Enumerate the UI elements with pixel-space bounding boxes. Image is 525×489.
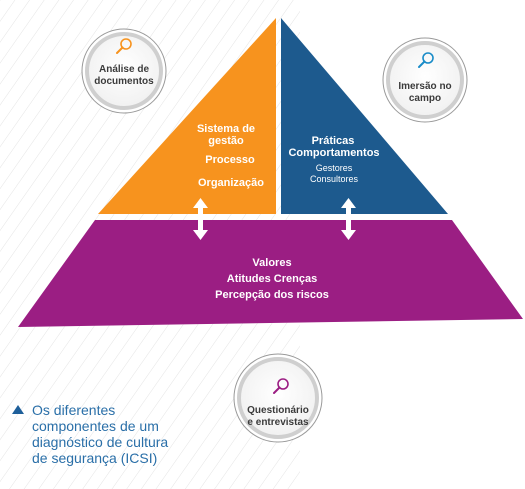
double-arrow-right xyxy=(341,198,356,240)
circle-survey-line2: e entrevistas xyxy=(247,417,309,428)
left-title-line2: gestão xyxy=(208,135,244,147)
circle-survey-line1: Questionário xyxy=(247,405,309,416)
circle-docs-line1: Análise de xyxy=(99,64,149,75)
caption-line1: Os diferentes xyxy=(32,402,116,418)
circle-questionario-entrevistas: Questionário e entrevistas xyxy=(233,353,323,443)
pyramid-base-block xyxy=(18,220,523,327)
circle-analise-documentos: Análise de documentos xyxy=(81,28,167,114)
right-sub-gestores: Gestores xyxy=(316,163,353,173)
base-line-valores: Valores xyxy=(252,257,291,269)
base-line-atitudes: Atitudes Crenças xyxy=(227,273,317,285)
pyramid-right-block xyxy=(281,18,448,214)
figure-caption: Os diferentes componentes de um diagnóst… xyxy=(12,402,192,466)
right-title-praticas: Práticas xyxy=(312,135,355,147)
magnifier-icon xyxy=(116,38,132,54)
circle-imersao-campo: Imersão no campo xyxy=(382,37,468,123)
magnifier-icon xyxy=(273,378,289,394)
base-line-percepcao: Percepção dos riscos xyxy=(215,289,329,301)
left-item-processo: Processo xyxy=(205,154,255,166)
caption-line3: diagnóstico de cultura xyxy=(32,434,169,450)
circle-field-line2: campo xyxy=(409,93,441,104)
right-title-comportamentos: Comportamentos xyxy=(288,147,379,159)
left-title-line1: Sistema de xyxy=(197,123,255,135)
circle-docs-line2: documentos xyxy=(94,76,154,87)
caption-line2: componentes de um xyxy=(32,418,159,434)
caption-line4: de segurança (ICSI) xyxy=(32,450,158,466)
double-arrow-left xyxy=(193,198,208,240)
magnifier-icon xyxy=(418,52,434,68)
left-item-organizacao: Organização xyxy=(198,177,264,189)
caption-triangle-icon xyxy=(12,405,24,414)
pyramid-left-block xyxy=(98,18,276,214)
circle-field-line1: Imersão no xyxy=(398,81,451,92)
right-sub-consultores: Consultores xyxy=(310,174,359,184)
